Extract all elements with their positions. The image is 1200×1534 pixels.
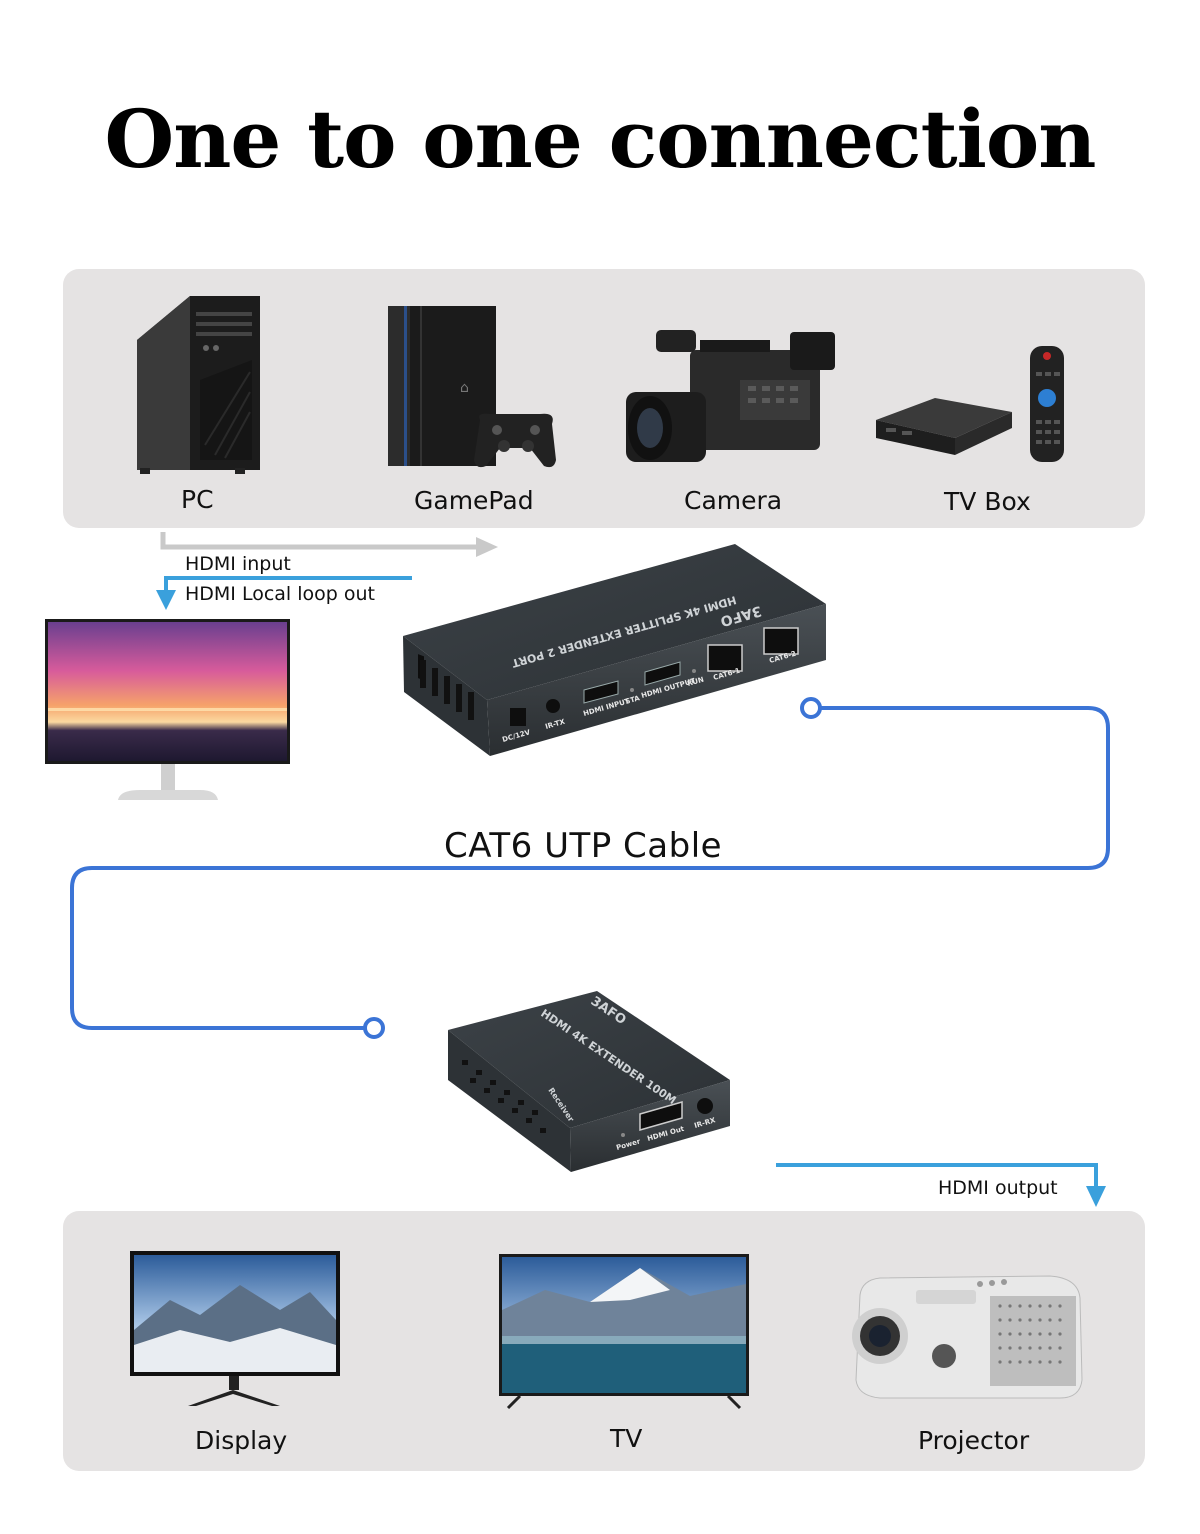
- camcorder-icon: [626, 330, 835, 462]
- source-label-camera: Camera: [684, 486, 783, 515]
- hdmi-loop-out-label: HDMI Local loop out: [185, 583, 375, 605]
- cable-label: CAT6 UTP Cable: [444, 826, 723, 866]
- transmitter-device: DC/12V IR-TX HDMI INPUT STA HDMI OUTPUT …: [403, 544, 826, 756]
- monitor-icon: [130, 1251, 340, 1406]
- cat6-cable-line: [70, 697, 1110, 1039]
- pc-tower-icon: [137, 296, 260, 474]
- source-label-pc: PC: [181, 485, 214, 514]
- hdmi-input-label: HDMI input: [185, 553, 291, 575]
- svg-text:⌂: ⌂: [460, 380, 469, 396]
- source-label-gamepad: GamePad: [414, 486, 534, 515]
- hdmi-input-arrow: [160, 532, 498, 557]
- output-label-projector: Projector: [918, 1426, 1030, 1455]
- loop-monitor-icon: [45, 619, 290, 800]
- hdmi-output-arrow: [776, 1163, 1106, 1207]
- transmitter-port-sta: STA: [624, 694, 641, 706]
- tv-icon: [499, 1254, 749, 1410]
- source-label-tv-box: TV Box: [944, 487, 1031, 516]
- output-label-display: Display: [195, 1426, 288, 1455]
- tv-box-icon: [876, 346, 1064, 462]
- output-label-tv: TV: [610, 1424, 643, 1453]
- projector-icon: [852, 1275, 1083, 1399]
- page-title: One to one connection: [104, 92, 1097, 186]
- game-console-icon: ⌂: [388, 306, 556, 468]
- receiver-device: Power HDMI Out IR-RX 3AFO HDMI 4K EXTEND…: [448, 991, 730, 1172]
- hdmi-output-label: HDMI output: [938, 1177, 1058, 1199]
- hdmi-loop-out-arrow: [156, 576, 412, 610]
